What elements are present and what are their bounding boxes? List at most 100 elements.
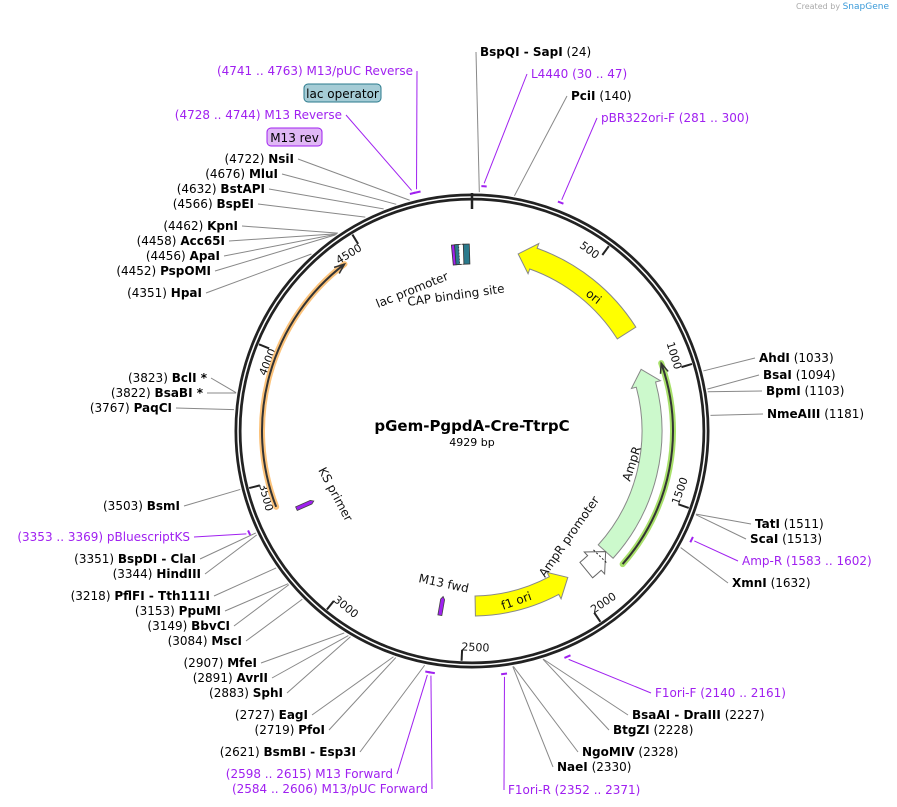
- enzyme-site-label[interactable]: (3767) PaqCI: [90, 401, 172, 415]
- tick-label: 1000: [664, 340, 685, 371]
- primer-label[interactable]: (2598 .. 2615) M13 Forward: [226, 767, 393, 781]
- enzyme-site-label[interactable]: (2891) AvrII: [193, 671, 268, 685]
- enzyme-position: (140): [599, 89, 631, 103]
- ks-primer-arrow[interactable]: [295, 499, 315, 512]
- m13-rev-box[interactable]: M13 rev: [266, 127, 323, 147]
- lac-operator-box[interactable]: lac operator: [303, 83, 382, 103]
- enzyme-site-label[interactable]: NgoMIV (2328): [582, 745, 678, 759]
- enzyme-position: (1103): [805, 384, 845, 398]
- primer-binding-mark: [557, 200, 564, 205]
- primer-label[interactable]: Amp-R (1583 .. 1602): [742, 554, 872, 568]
- enzyme-site-label[interactable]: ScaI (1513): [750, 532, 822, 546]
- enzyme-name: PciI: [571, 89, 596, 103]
- enzyme-leader-line: [223, 233, 337, 257]
- enzyme-position: (2328): [638, 745, 678, 759]
- enzyme-site-label[interactable]: BpmI (1103): [766, 384, 844, 398]
- enzyme-name: MscI: [211, 634, 242, 648]
- ampr-feature[interactable]: [597, 368, 663, 559]
- enzyme-name: HpaI: [171, 286, 202, 300]
- primer-label[interactable]: F1ori-F (2140 .. 2161): [655, 686, 786, 700]
- enzyme-leader-line: [233, 584, 290, 627]
- enzyme-site-label[interactable]: (2907) MfeI: [184, 656, 258, 670]
- enzyme-site-label[interactable]: AhdI (1033): [759, 351, 834, 365]
- enzyme-site-label[interactable]: (4676) MluI: [205, 167, 278, 181]
- enzyme-site-label[interactable]: (3351) BspDI - ClaI: [74, 552, 196, 566]
- enzyme-site-label[interactable]: (4722) NsiI: [225, 152, 295, 166]
- enzyme-name: BspEI: [216, 197, 254, 211]
- enzyme-site-label[interactable]: (4452) PspOMI: [116, 264, 211, 278]
- enzyme-site-label[interactable]: (3218) PflFI - Tth111I: [71, 589, 210, 603]
- tick-mark: [326, 600, 335, 611]
- enzyme-name: HindIII: [156, 567, 201, 581]
- enzyme-leader-line: [268, 188, 384, 210]
- enzyme-leader-line: [245, 598, 303, 642]
- enzyme-leader-line: [475, 51, 480, 193]
- enzyme-name: SphI: [253, 686, 283, 700]
- snapgene-credit: Created by SnapGene: [796, 2, 889, 12]
- enzyme-name: BsmBI - Esp3I: [264, 745, 356, 759]
- enzyme-site-label[interactable]: (3503) BsmI: [103, 499, 180, 513]
- ampr-track-line[interactable]: [619, 360, 676, 568]
- enzyme-site-label[interactable]: (4456) ApaI: [146, 249, 220, 263]
- enzyme-name: BtgZI: [613, 723, 650, 737]
- primer-label[interactable]: (4728 .. 4744) M13 Reverse: [175, 108, 342, 122]
- enzyme-site-label[interactable]: (3344) HindIII: [113, 567, 201, 581]
- enzyme-name: MluI: [249, 167, 278, 181]
- primer-range: (281 .. 300): [679, 111, 749, 125]
- enzyme-position: (24): [567, 45, 592, 59]
- enzyme-leader-line: [204, 534, 258, 575]
- enzyme-site-label[interactable]: (4632) BstAPI: [177, 182, 265, 196]
- enzyme-site-label[interactable]: NmeAIII (1181): [767, 407, 864, 421]
- enzyme-leader-line: [205, 253, 312, 294]
- enzyme-name: NgoMIV: [582, 745, 635, 759]
- primer-name: M13/pUC Reverse: [307, 64, 414, 78]
- enzyme-site-label[interactable]: BspQI - SapI (24): [480, 45, 591, 59]
- enzyme-site-label[interactable]: PciI (140): [571, 89, 632, 103]
- enzyme-site-label[interactable]: (2719) PfoI: [255, 723, 325, 737]
- primer-range: (1583 .. 1602): [786, 554, 872, 568]
- enzyme-leader-line: [359, 664, 426, 753]
- enzyme-site-label[interactable]: BsaAI - DraIII (2227): [632, 708, 765, 722]
- primer-label[interactable]: pBR322ori-F (281 .. 300): [601, 111, 749, 125]
- enzyme-site-label[interactable]: (3822) BsaBI *: [111, 386, 204, 400]
- primer-label[interactable]: (3353 .. 3369) pBluescriptKS: [17, 530, 190, 544]
- primer-label[interactable]: F1ori-R (2352 .. 2371): [508, 783, 640, 797]
- enzyme-site-label[interactable]: (4462) KpnI: [163, 219, 238, 233]
- ks-primer-label: KS primer: [315, 465, 355, 524]
- orange-feature-line[interactable]: [259, 261, 348, 510]
- m13-fwd-arrow[interactable]: [437, 595, 445, 617]
- enzyme-site-label[interactable]: (4351) HpaI: [127, 286, 202, 300]
- primer-label[interactable]: (2584 .. 2606) M13/pUC Forward: [232, 782, 428, 796]
- enzyme-site-label[interactable]: TatI (1511): [755, 517, 824, 531]
- enzyme-site-label[interactable]: (3149) BbvCI: [147, 619, 230, 633]
- enzyme-site-label[interactable]: (3153) PpuMI: [135, 604, 221, 618]
- enzyme-name: TatI: [755, 517, 780, 531]
- tick-mark: [351, 234, 359, 245]
- enzyme-name: KpnI: [207, 219, 238, 233]
- enzyme-site-label[interactable]: (3823) BclI *: [128, 371, 208, 385]
- primer-label[interactable]: (4741 .. 4763) M13/pUC Reverse: [217, 64, 413, 78]
- enzyme-site-label[interactable]: (2621) BsmBI - Esp3I: [220, 745, 356, 759]
- ampr-promoter-feature[interactable]: [579, 551, 607, 579]
- enzyme-site-label[interactable]: (4566) BspEI: [173, 197, 254, 211]
- enzyme-site-label[interactable]: (3084) MscI: [168, 634, 242, 648]
- enzyme-site-label[interactable]: (4458) Acc65I: [137, 234, 225, 248]
- enzyme-site-label[interactable]: BsaI (1094): [763, 368, 836, 382]
- primer-binding-mark: [413, 190, 421, 194]
- enzyme-site-label[interactable]: XmnI (1632): [732, 576, 811, 590]
- f1-ori-feature[interactable]: [474, 571, 569, 617]
- enzyme-position: (3344): [113, 567, 153, 581]
- ori-feature[interactable]: [517, 242, 637, 340]
- enzyme-site-label[interactable]: BtgZI (2228): [613, 723, 693, 737]
- enzyme-site-label[interactable]: NaeI (2330): [557, 760, 631, 774]
- lac-block[interactable]: [462, 243, 471, 265]
- enzyme-leader-line: [512, 666, 579, 753]
- enzyme-site-label[interactable]: (2727) EagI: [235, 708, 308, 722]
- enzyme-site-label[interactable]: (2883) SphI: [209, 686, 283, 700]
- primer-leader-line: [694, 540, 739, 562]
- primer-label[interactable]: L4440 (30 .. 47): [531, 67, 627, 81]
- enzyme-name: PaqCI: [134, 401, 172, 415]
- m13-fwd-label: M13 fwd: [417, 571, 470, 595]
- primer-range: (2140 .. 2161): [700, 686, 786, 700]
